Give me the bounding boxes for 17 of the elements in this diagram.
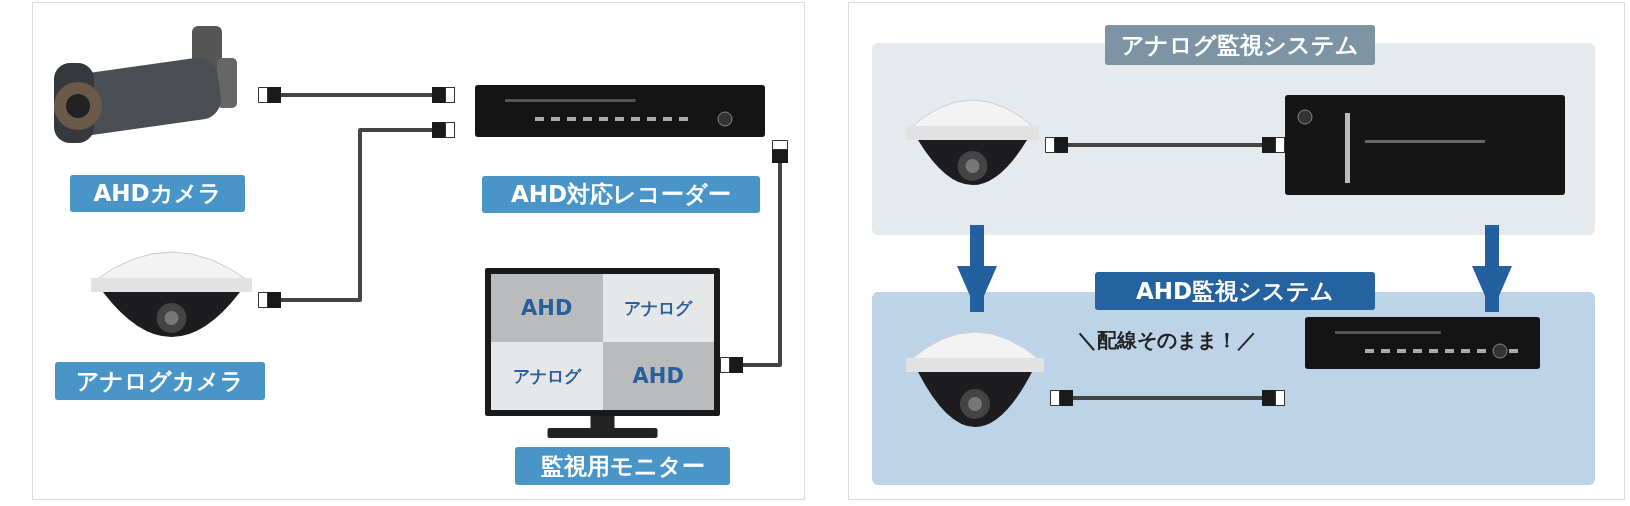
cable	[1045, 136, 1285, 154]
screen-tile: アナログ	[491, 342, 603, 410]
caption-badge: AHD対応レコーダー	[482, 176, 760, 213]
cable	[1050, 389, 1285, 407]
caption-badge: 監視用モニター	[515, 447, 730, 485]
cable	[258, 86, 455, 104]
cable	[720, 140, 789, 374]
panel-heading: アナログ監視システム	[1105, 25, 1375, 65]
screen-tile: AHD	[491, 274, 603, 342]
arrow	[1472, 225, 1512, 312]
cable	[258, 121, 455, 309]
screen-tile: アナログ	[602, 274, 714, 342]
panel-heading: AHD監視システム	[1095, 272, 1375, 310]
arrow	[957, 225, 997, 312]
caption-badge: アナログカメラ	[55, 362, 265, 400]
caption-badge: AHDカメラ	[70, 175, 245, 212]
screen-tile: AHD	[602, 342, 714, 410]
